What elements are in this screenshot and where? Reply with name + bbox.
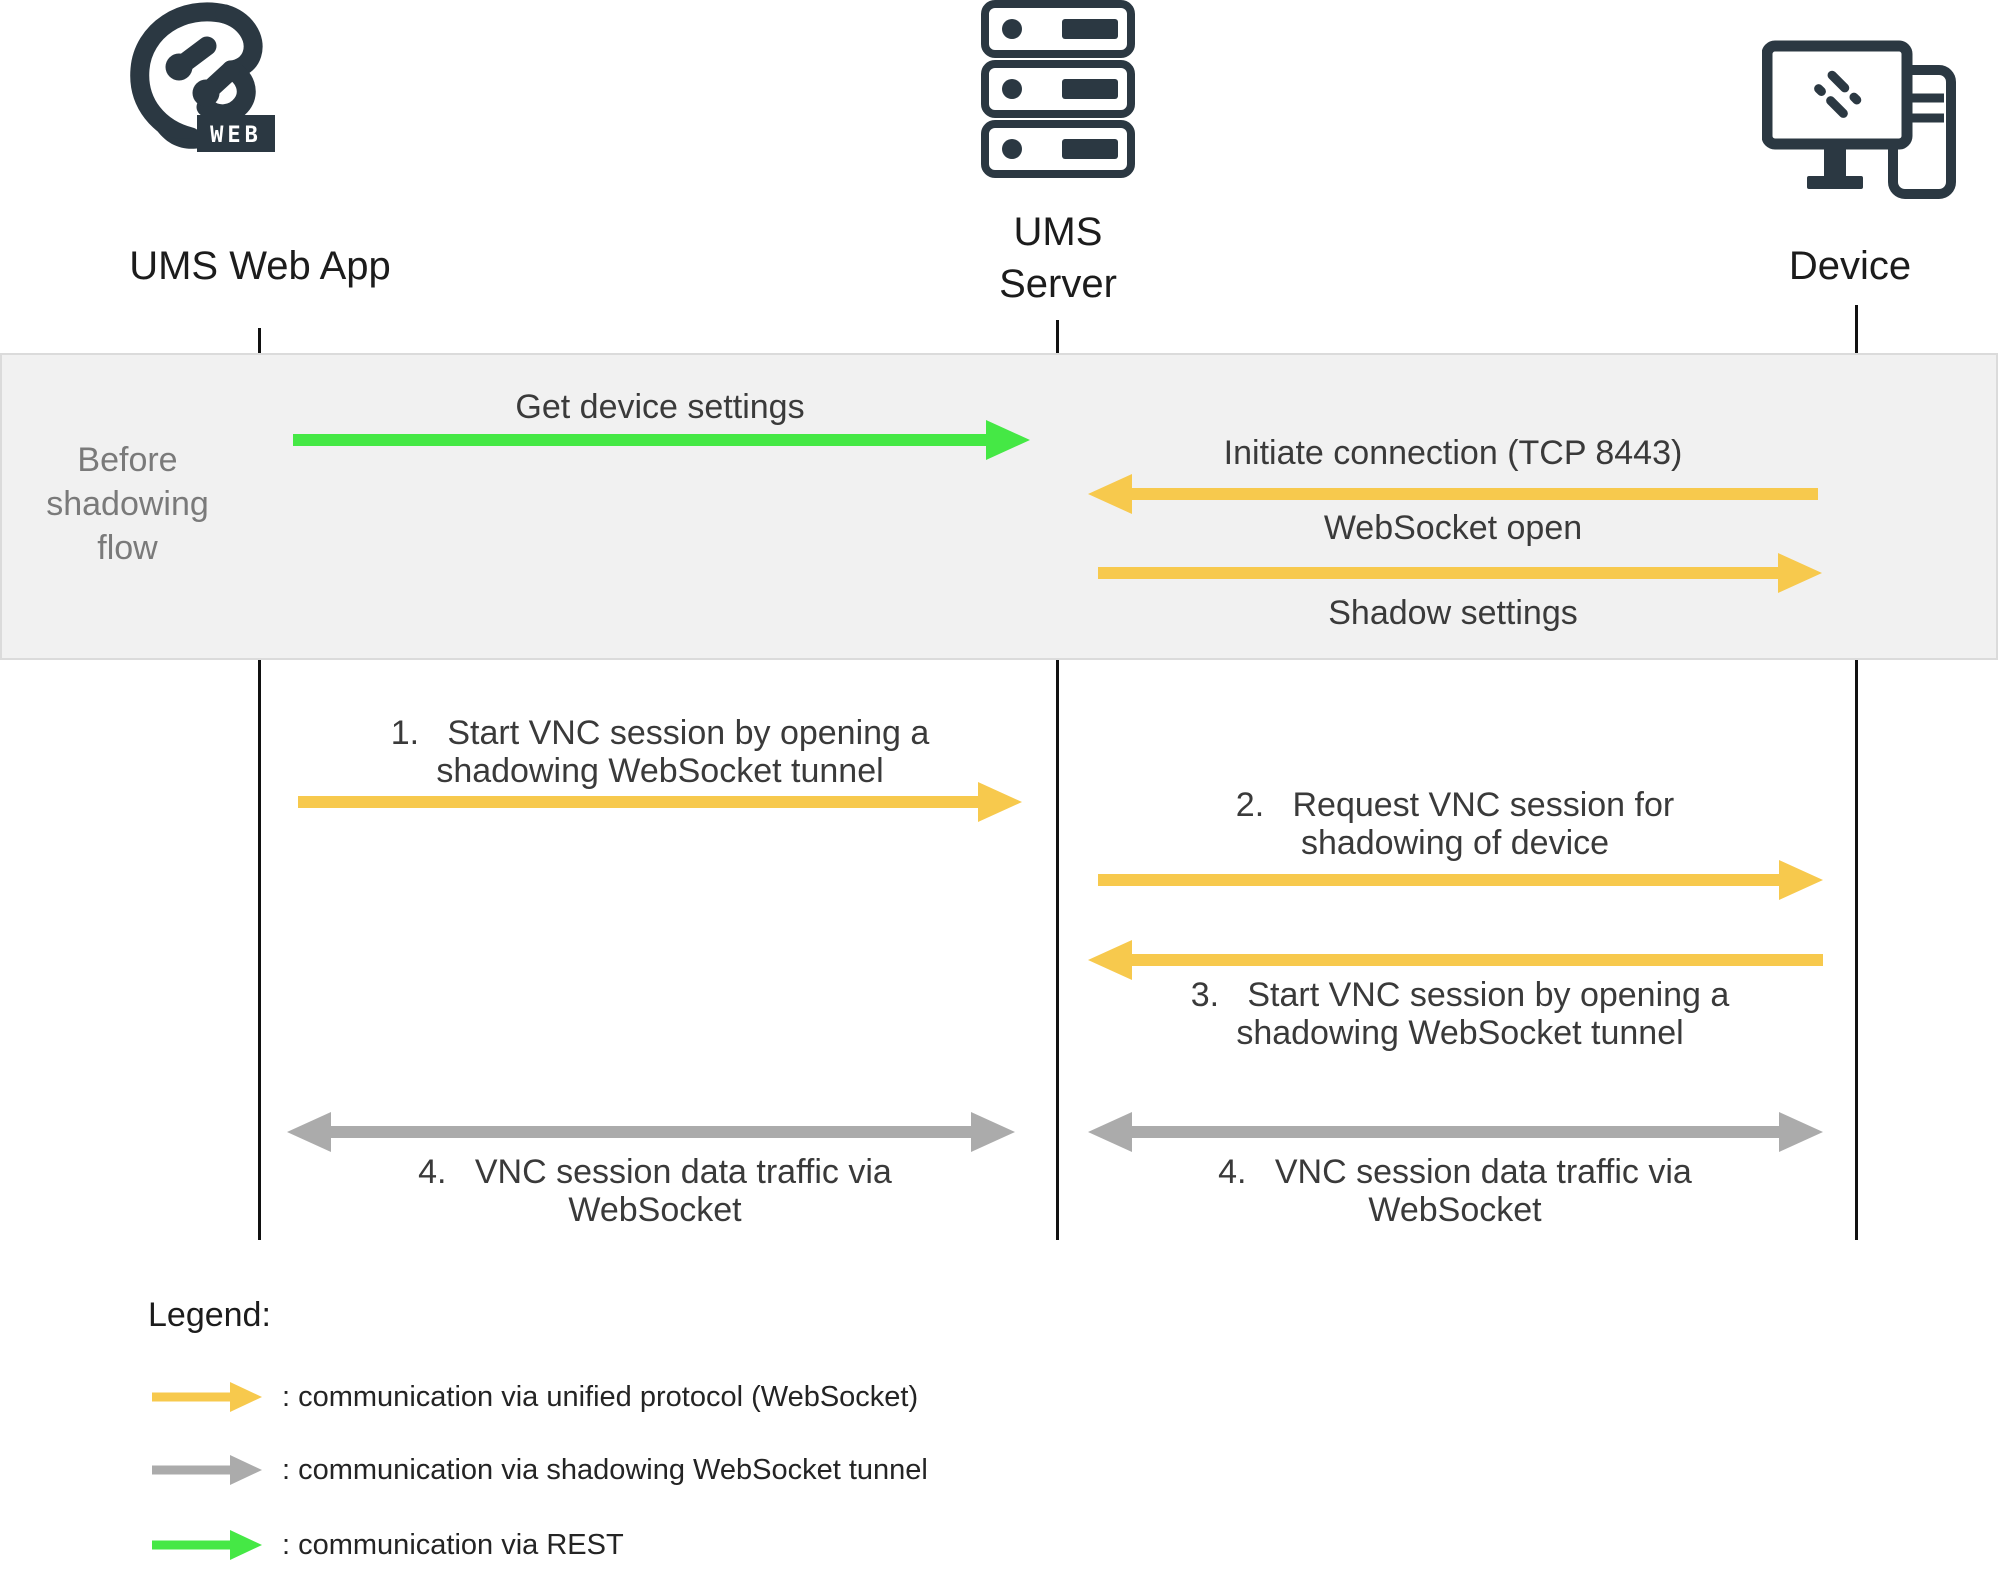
band-label: Before shadowing flow [46, 441, 209, 568]
msg-websocket-open: WebSocket open [1323, 509, 1583, 547]
lifeline-webapp [258, 328, 261, 1240]
msg-step2: 2. Request VNC session for shadowing of … [1235, 786, 1675, 863]
msg-step3: 3. Start VNC session by opening a shadow… [1190, 976, 1730, 1053]
gray-arrow-step4-left [287, 1112, 1015, 1152]
legend-green-arrow-icon [152, 1530, 262, 1560]
before-shadowing-band [0, 353, 1998, 660]
yellow-arrow-step2 [1098, 860, 1823, 900]
legend-gray-arrow-icon [152, 1455, 262, 1485]
yellow-arrow-websocket-open [1098, 553, 1822, 593]
web-badge: WEB [210, 123, 262, 148]
legend-yellow-arrow-icon [152, 1382, 262, 1412]
device-icon [1762, 40, 1956, 199]
green-arrow-get-device-settings [293, 420, 1030, 460]
server-icon [981, 0, 1135, 178]
msg-step1: 1. Start VNC session by opening a shadow… [390, 714, 930, 791]
yellow-arrow-step1 [298, 782, 1022, 822]
lifeline-device [1855, 305, 1858, 1240]
yellow-arrow-step3 [1088, 940, 1823, 980]
gray-arrow-step4-right [1088, 1112, 1823, 1152]
msg-step4-right: 4. VNC session data traffic via WebSocke… [1218, 1153, 1692, 1230]
actor-label-device: Device [1788, 244, 1912, 288]
actor-label-ums-server: UMS Server [999, 210, 1117, 306]
ums-web-logo-icon: WEB [130, 2, 275, 152]
msg-get-device-settings: Get device settings [515, 388, 805, 426]
legend-title: Legend: [148, 1296, 271, 1334]
msg-shadow-settings: Shadow settings [1328, 594, 1578, 632]
msg-step4-left: 4. VNC session data traffic via WebSocke… [418, 1153, 892, 1230]
legend-item-shadowing-tunnel: : communication via shadowing WebSocket … [282, 1453, 928, 1486]
yellow-arrow-initiate-connection [1088, 474, 1818, 514]
msg-initiate-connection: Initiate connection (TCP 8443) [1223, 434, 1683, 472]
legend-item-unified-protocol: : communication via unified protocol (We… [282, 1380, 919, 1413]
legend-item-rest: : communication via REST [282, 1528, 624, 1561]
actor-label-ums-web-app: UMS Web App [129, 244, 391, 288]
lifeline-server [1056, 320, 1059, 1240]
